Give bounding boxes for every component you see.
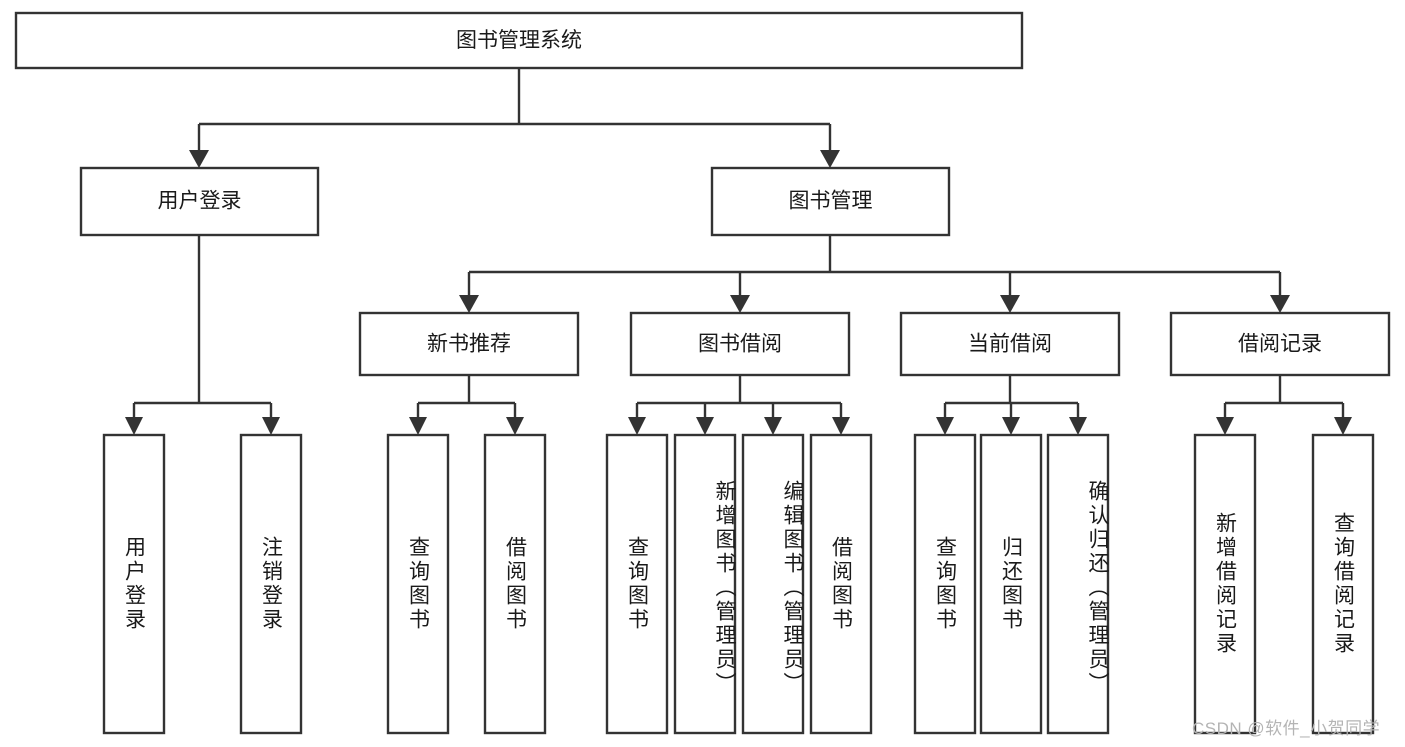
connectors-root-level2: [189, 68, 840, 168]
arrow-to-book-borrow: [730, 295, 750, 313]
connectors-current-borrow-leaves: [936, 375, 1087, 435]
connectors-book-management-level3: [459, 235, 1290, 313]
arrow-leaf-query-book-3: [936, 417, 954, 435]
node-book-borrow-label: 图书借阅: [698, 333, 782, 356]
node-borrow-record-label: 借阅记录: [1238, 333, 1322, 356]
node-root-system-box[interactable]: [14, 11, 1024, 70]
leaf-query-record-box[interactable]: [1311, 433, 1375, 735]
node-book-management-box[interactable]: [710, 166, 951, 237]
arrow-leaf-logout-login: [262, 417, 280, 435]
leaf-borrow-book-2-box[interactable]: [809, 433, 873, 735]
leaf-add-book-box[interactable]: [673, 433, 737, 735]
node-new-book-recommend[interactable]: 新书推荐: [358, 311, 580, 377]
leaf-boxes: [102, 433, 1375, 735]
node-borrow-record[interactable]: 借阅记录: [1169, 311, 1391, 377]
arrow-to-current-borrow: [1000, 295, 1020, 313]
node-user-login-box[interactable]: [79, 166, 320, 237]
leaf-query-book-2-box[interactable]: [605, 433, 669, 735]
leaf-query-book-3-box[interactable]: [913, 433, 977, 735]
connectors-new-book-leaves: [409, 375, 524, 435]
arrow-leaf-borrow-book-1: [506, 417, 524, 435]
node-current-borrow[interactable]: 当前借阅: [899, 311, 1121, 377]
node-current-borrow-box[interactable]: [899, 311, 1121, 377]
node-book-borrow[interactable]: 图书借阅: [629, 311, 851, 377]
connectors-borrow-record-leaves: [1216, 375, 1352, 435]
node-book-borrow-box[interactable]: [629, 311, 851, 377]
leaf-logout-login-box[interactable]: [239, 433, 303, 735]
node-new-book-recommend-label: 新书推荐: [427, 333, 511, 356]
leaf-borrow-book-1-box[interactable]: [483, 433, 547, 735]
arrow-leaf-query-record: [1334, 417, 1352, 435]
arrow-to-borrow-record: [1270, 295, 1290, 313]
node-book-management[interactable]: 图书管理: [710, 166, 951, 237]
leaf-user-login-box[interactable]: [102, 433, 166, 735]
leaf-confirm-return-box[interactable]: [1046, 433, 1110, 735]
arrow-leaf-user-login: [125, 417, 143, 435]
arrow-leaf-query-book-2: [628, 417, 646, 435]
connectors-book-borrow-leaves: [628, 375, 850, 435]
csdn-watermark: CSDN @软件_小贺同学: [1192, 719, 1381, 738]
arrow-leaf-edit-book: [764, 417, 782, 435]
leaf-edit-book-box[interactable]: [741, 433, 805, 735]
arrow-leaf-query-book-1: [409, 417, 427, 435]
node-borrow-record-box[interactable]: [1169, 311, 1391, 377]
arrow-leaf-add-record: [1216, 417, 1234, 435]
leaf-add-record-box[interactable]: [1193, 433, 1257, 735]
leaf-return-book-box[interactable]: [979, 433, 1043, 735]
leaf-query-book-1-box[interactable]: [386, 433, 450, 735]
node-book-management-label: 图书管理: [789, 190, 873, 213]
arrow-to-user-login: [189, 150, 209, 168]
arrow-to-new-book-recommend: [459, 295, 479, 313]
arrow-leaf-confirm-return: [1069, 417, 1087, 435]
arrow-leaf-borrow-book-2: [832, 417, 850, 435]
node-user-login-label: 用户登录: [158, 190, 242, 213]
arrow-to-book-management: [820, 150, 840, 168]
node-user-login[interactable]: 用户登录: [79, 166, 320, 237]
node-root-system[interactable]: 图书管理系统: [14, 11, 1024, 70]
node-new-book-recommend-box[interactable]: [358, 311, 580, 377]
connectors-user-login-leaves: [125, 235, 280, 435]
arrow-leaf-return-book: [1002, 417, 1020, 435]
arrow-leaf-add-book: [696, 417, 714, 435]
node-root-system-label: 图书管理系统: [456, 29, 582, 52]
node-current-borrow-label: 当前借阅: [968, 333, 1052, 356]
